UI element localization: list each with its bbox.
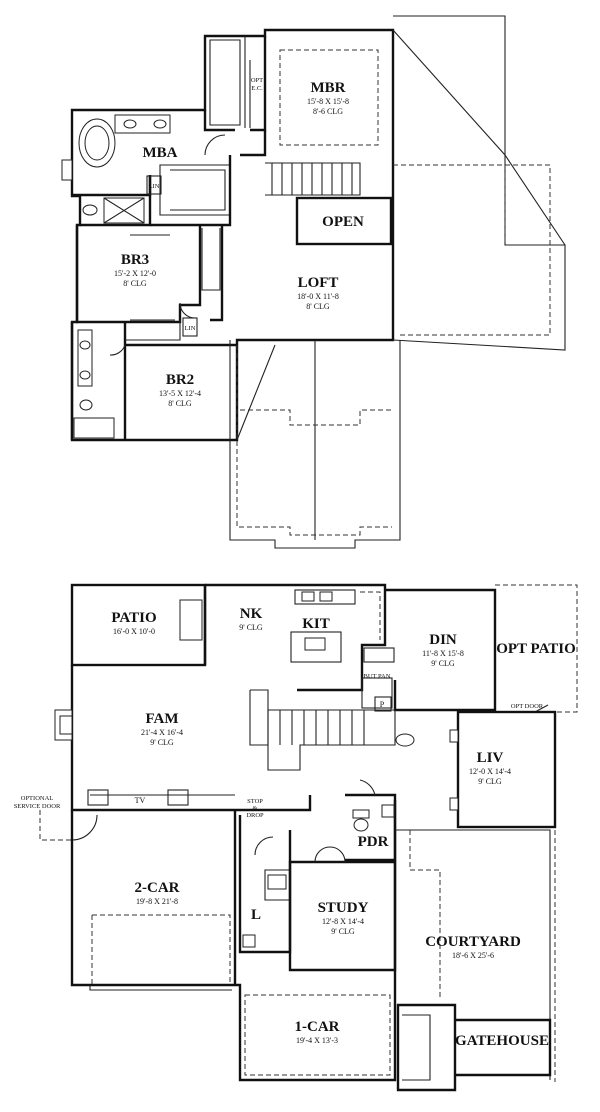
loft-clg: 8' CLG xyxy=(306,302,330,311)
liv-clg: 9' CLG xyxy=(478,777,502,786)
lower-floor-plan: PATIO 16'-0 X 10'-0 NK 9' CLG KIT DIN 11… xyxy=(14,583,578,1092)
opt-door-label: OPT DOOR xyxy=(511,703,544,710)
stop-drop-label-3: DROP xyxy=(246,812,264,819)
optional-service-door-label-1: OPTIONAL xyxy=(21,795,54,802)
br3-clg: 8' CLG xyxy=(123,279,147,288)
lin-label-2: LIN xyxy=(185,325,196,332)
din-clg: 9' CLG xyxy=(431,659,455,668)
liv-label: LIV xyxy=(477,750,504,766)
opt-ec-label-1: OPT xyxy=(251,77,263,84)
gatehouse-label: GATEHOUSE xyxy=(455,1033,549,1049)
mba-label: MBA xyxy=(143,145,178,161)
open-label: OPEN xyxy=(322,214,364,230)
loft-label: LOFT xyxy=(298,275,339,291)
mbr-label: MBR xyxy=(311,80,346,96)
br2-label: BR2 xyxy=(166,372,194,388)
patio-dims: 16'-0 X 10'-0 xyxy=(113,627,155,636)
stop-drop-label-2: & xyxy=(252,805,257,812)
lin-label-1: LIN xyxy=(149,183,160,190)
liv-dims: 12'-0 X 14'-4 xyxy=(469,767,511,776)
study-clg: 9' CLG xyxy=(331,927,355,936)
br3-dims: 15'-2 X 12'-0 xyxy=(114,269,156,278)
opt-ec-label-2: E.C. xyxy=(251,85,263,92)
courtyard-label: COURTYARD xyxy=(425,934,521,950)
courtyard-dims: 18'-6 X 25'-6 xyxy=(452,951,494,960)
laundry-label: L xyxy=(251,907,261,923)
two-car-dims: 19'-8 X 21'-8 xyxy=(136,897,178,906)
pantry-label: P xyxy=(380,700,385,709)
study-label: STUDY xyxy=(318,900,369,916)
nk-label: NK xyxy=(240,606,263,622)
two-car-label: 2-CAR xyxy=(135,880,180,896)
one-car-label: 1-CAR xyxy=(295,1019,340,1035)
study-dims: 12'-8 X 14'-4 xyxy=(322,917,364,926)
din-dims: 11'-8 X 15'-8 xyxy=(422,649,464,658)
optional-service-door-label-2: SERVICE DOOR xyxy=(14,803,61,810)
kit-label: KIT xyxy=(302,616,330,632)
mbr-clg: 8'-6 CLG xyxy=(313,107,343,116)
one-car-dims: 19'-4 X 13'-3 xyxy=(296,1036,338,1045)
patio-label: PATIO xyxy=(111,610,156,626)
pdr-label: PDR xyxy=(358,834,389,850)
br3-label: BR3 xyxy=(121,252,149,268)
din-label: DIN xyxy=(429,632,457,648)
fam-clg: 9' CLG xyxy=(150,738,174,747)
fam-label: FAM xyxy=(145,711,178,727)
butler-pantry-label: BUT PAN xyxy=(364,673,391,680)
nk-clg: 9' CLG xyxy=(239,623,263,632)
br2-clg: 8' CLG xyxy=(168,399,192,408)
stop-drop-label-1: STOP xyxy=(247,798,263,805)
opt-patio-label: OPT PATIO xyxy=(496,641,576,657)
upper-floor-plan: MBR 15'-8 X 15'-8 8'-6 CLG OPT E.C. MBA … xyxy=(61,15,566,549)
br2-dims: 13'-5 X 12'-4 xyxy=(159,389,201,398)
mbr-dims: 15'-8 X 15'-8 xyxy=(307,97,349,106)
fam-dims: 21'-4 X 16'-4 xyxy=(141,728,183,737)
loft-dims: 18'-0 X 11'-8 xyxy=(297,292,339,301)
tv-label: TV xyxy=(135,796,146,805)
